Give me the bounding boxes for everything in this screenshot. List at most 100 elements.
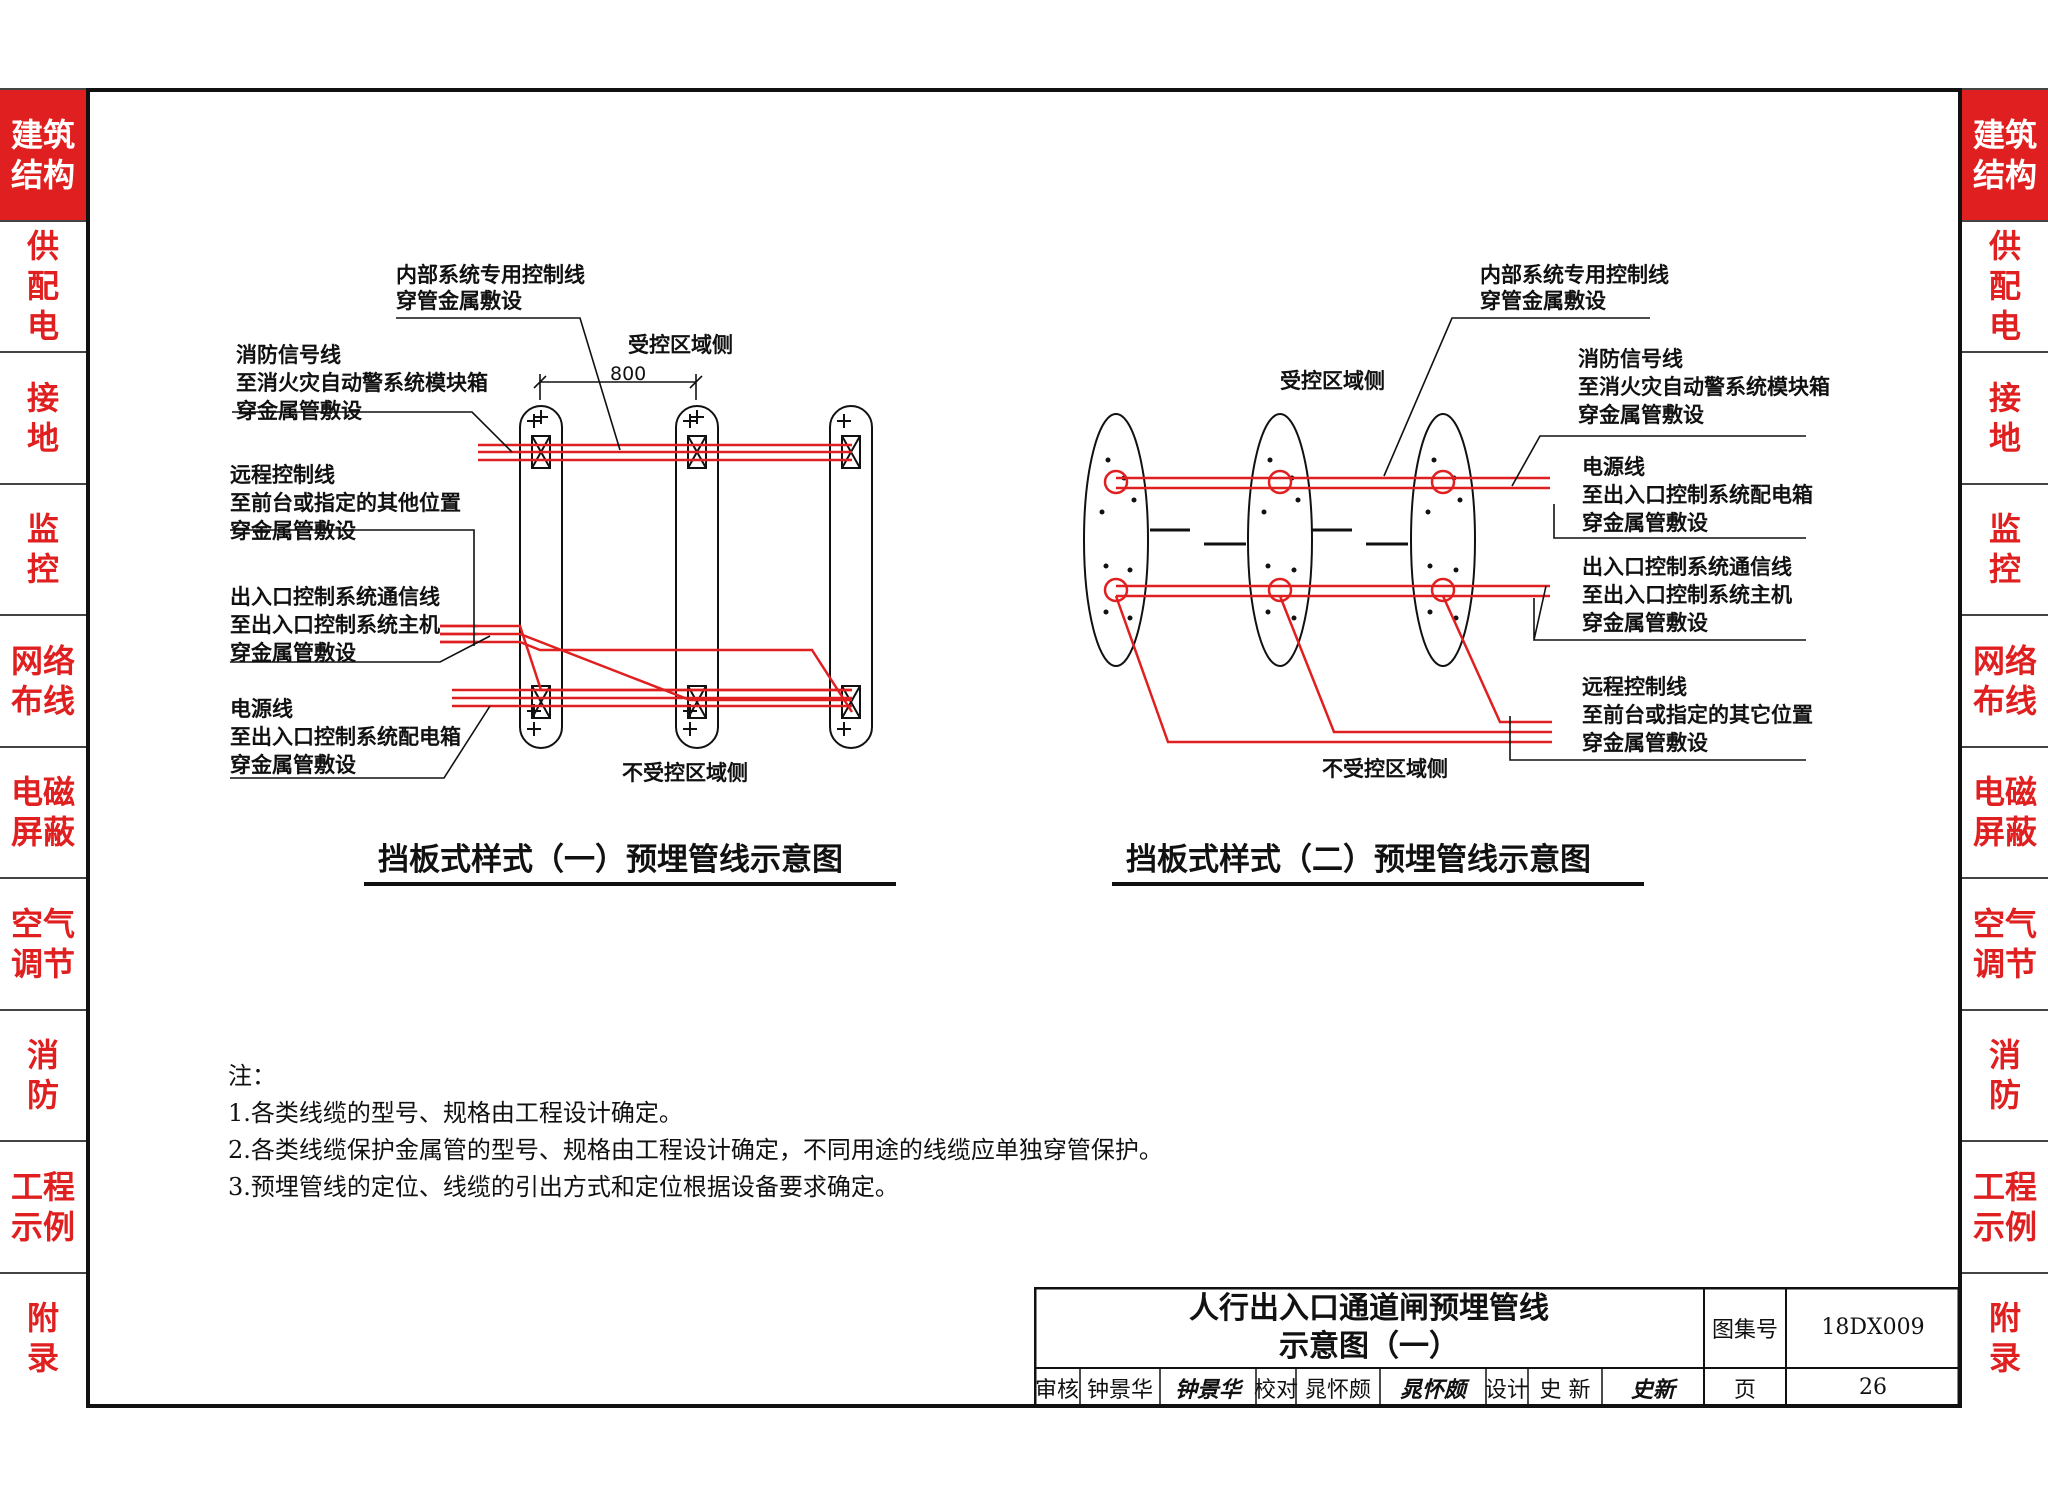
junction-box xyxy=(687,685,707,719)
side-tab-label: 建筑 结构 xyxy=(10,115,75,194)
diagram-2: 内部系统专用控制线 穿管金属敷设 受控区域侧 消防信号线 至消火灾自动警系统模块… xyxy=(1083,262,1830,886)
label-power-l1: 电源线 xyxy=(230,696,293,721)
label-remote-l2: 至前台或指定的其它位置 xyxy=(1582,702,1813,727)
side-tab-label: 工程 示例 xyxy=(1972,1167,2037,1246)
atlas-number: 18DX009 xyxy=(1821,1315,1925,1340)
gate-panel xyxy=(1083,413,1149,667)
label-comm-l1: 出入口控制系统通信线 xyxy=(230,584,440,609)
mounting-crosses-1 xyxy=(527,410,851,736)
side-tab[interactable]: 工程 示例 xyxy=(0,1140,86,1272)
side-tab[interactable]: 附 录 xyxy=(0,1271,86,1404)
label-internal-l2: 穿管金属敷设 xyxy=(396,288,522,313)
gate-panel xyxy=(1410,413,1476,667)
conduit-port xyxy=(1103,469,1129,495)
side-tab-label: 接 地 xyxy=(1988,378,2021,457)
gate-panel xyxy=(1247,413,1313,667)
designer-name: 史 新 xyxy=(1539,1377,1591,1403)
side-tab-label: 供 配 电 xyxy=(26,227,59,346)
side-tab[interactable]: 工程 示例 xyxy=(1962,1140,2048,1272)
dimension-label: 800 xyxy=(610,363,646,385)
side-tab-label: 附 录 xyxy=(1988,1299,2021,1378)
reviewer-signature: 钟景华 xyxy=(1174,1376,1241,1403)
page-label: 页 xyxy=(1733,1377,1756,1403)
conduits-2 xyxy=(1114,476,1552,744)
side-tab-label: 消 防 xyxy=(26,1036,59,1115)
side-tab-label: 监 控 xyxy=(26,510,59,589)
diagram-1: 内部系统专用控制线 穿管金属敷设 受控区域侧 800 消防信号线 至消火灾自动警… xyxy=(230,262,896,886)
dimension-1 xyxy=(533,374,703,400)
side-tab-label: 监 控 xyxy=(1988,510,2021,589)
label-fire-l2: 至消火灾自动警系统模块箱 xyxy=(236,370,488,395)
label-power-l3: 穿金属管敷设 xyxy=(230,752,356,777)
check-label: 校对 xyxy=(1254,1377,1299,1403)
drawing-title-line2: 示意图（一） xyxy=(1279,1328,1459,1364)
side-tab-label: 空气 调节 xyxy=(10,904,75,983)
title-block-grid xyxy=(1034,1287,1960,1407)
side-tab-label: 空气 调节 xyxy=(1972,904,2037,983)
side-tab[interactable]: 电磁 屏蔽 xyxy=(0,745,86,878)
side-tab[interactable]: 供 配 电 xyxy=(1962,219,2048,352)
checker-name: 晁怀颇 xyxy=(1304,1377,1371,1403)
label-remote-l1: 远程控制线 xyxy=(230,462,335,487)
label-internal-l1: 内部系统专用控制线 xyxy=(1480,262,1669,287)
drawing-frame xyxy=(86,88,1962,1408)
note-item: 3.预埋管线的定位、线缆的引出方式和定位根据设备要求确定。 xyxy=(228,1173,899,1201)
notes: 注： 1.各类线缆的型号、规格由工程设计确定。 2.各类线缆保护金属管的型号、规… xyxy=(228,1058,1163,1206)
note-item: 2.各类线缆保护金属管的型号、规格由工程设计确定，不同用途的线缆应单独穿管保护。 xyxy=(228,1136,1163,1164)
side-tab-label: 网络 布线 xyxy=(1972,641,2037,720)
panel-gaps-2 xyxy=(1150,528,1408,546)
notes-heading: 注： xyxy=(228,1062,276,1090)
side-tab[interactable]: 消 防 xyxy=(0,1008,86,1141)
conduit-port xyxy=(1430,577,1456,603)
side-tab-label: 接 地 xyxy=(26,378,59,457)
label-comm-l3: 穿金属管敷设 xyxy=(1582,610,1708,635)
label-internal-l1: 内部系统专用控制线 xyxy=(396,262,585,287)
label-fire-l1: 消防信号线 xyxy=(236,342,341,367)
side-tab[interactable]: 空气 调节 xyxy=(1962,877,2048,1009)
diagram-2-title: 挡板式样式（二）预埋管线示意图 xyxy=(1126,842,1591,878)
label-controlled-side: 受控区域侧 xyxy=(1280,368,1385,393)
label-comm-l2: 至出入口控制系统主机 xyxy=(1582,582,1792,607)
label-uncontrolled-side: 不受控区域侧 xyxy=(622,760,748,785)
page-number: 26 xyxy=(1859,1375,1887,1400)
label-power-l2: 至出入口控制系统配电箱 xyxy=(230,724,461,749)
side-tab[interactable]: 网络 布线 xyxy=(0,614,86,746)
side-tab[interactable]: 建筑 结构 xyxy=(0,88,86,220)
label-fire-l2: 至消火灾自动警系统模块箱 xyxy=(1578,374,1830,399)
gate-panel xyxy=(675,405,719,749)
gate-panels-2 xyxy=(1083,413,1476,667)
review-label: 审核 xyxy=(1034,1377,1079,1403)
side-tab[interactable]: 消 防 xyxy=(1962,1008,2048,1141)
design-label: 设计 xyxy=(1485,1377,1530,1403)
conduit-port xyxy=(1267,577,1293,603)
side-tab[interactable]: 供 配 电 xyxy=(0,219,86,352)
side-tab[interactable]: 建筑 结构 xyxy=(1962,88,2048,220)
side-tab[interactable]: 空气 调节 xyxy=(0,877,86,1009)
label-power-l1: 电源线 xyxy=(1582,454,1645,479)
side-tab[interactable]: 监 控 xyxy=(1962,482,2048,615)
side-tab-label: 工程 示例 xyxy=(10,1167,75,1246)
note-item: 1.各类线缆的型号、规格由工程设计确定。 xyxy=(228,1099,683,1127)
conduit-port xyxy=(1103,577,1129,603)
side-tab-label: 附 录 xyxy=(26,1299,59,1378)
side-tab[interactable]: 网络 布线 xyxy=(1962,614,2048,746)
label-remote-l3: 穿金属管敷设 xyxy=(230,518,356,543)
gate-panel xyxy=(829,405,873,749)
conduits-1 xyxy=(440,443,854,713)
side-tab[interactable]: 电磁 屏蔽 xyxy=(1962,745,2048,878)
leader-lines-1 xyxy=(230,317,621,779)
label-fire-l3: 穿金属管敷设 xyxy=(1578,402,1704,427)
diagram-1-title: 挡板式样式（一）预埋管线示意图 xyxy=(378,842,843,878)
designer-signature: 史新 xyxy=(1630,1376,1675,1403)
junction-box xyxy=(841,685,861,719)
conduit-ports-2 xyxy=(1103,469,1456,603)
side-tab[interactable]: 附 录 xyxy=(1962,1271,2048,1404)
side-tab[interactable]: 接 地 xyxy=(1962,351,2048,483)
side-tab[interactable]: 接 地 xyxy=(0,351,86,483)
side-tab[interactable]: 监 控 xyxy=(0,482,86,615)
conduit-port xyxy=(1267,469,1293,495)
label-remote-l2: 至前台或指定的其他位置 xyxy=(230,490,461,515)
side-tab-label: 网络 布线 xyxy=(10,641,75,720)
atlas-label: 图集号 xyxy=(1711,1317,1778,1343)
